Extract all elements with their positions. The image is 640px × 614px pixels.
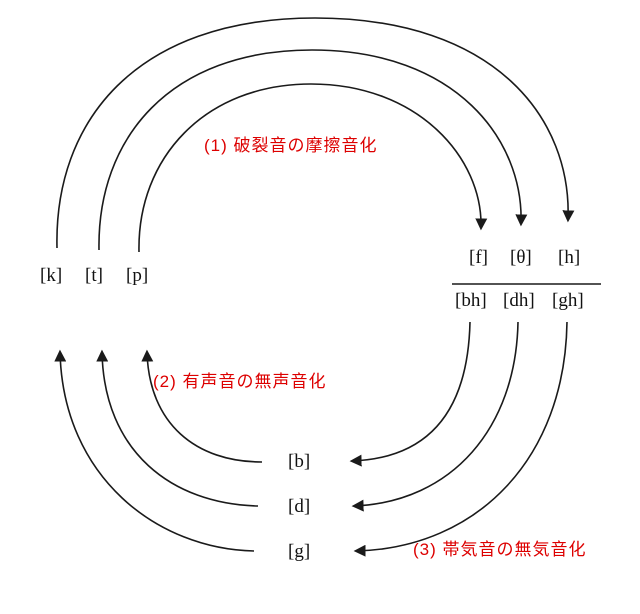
arrow-g-to-k — [54, 349, 255, 552]
arrow-gh-to-g — [353, 321, 568, 557]
arrow-p-to-f — [138, 83, 488, 253]
arrow-k-to-h — [56, 17, 575, 249]
phoneme-g: [g] — [288, 541, 311, 562]
phoneme-gh: [gh] — [552, 290, 584, 311]
phoneme-p: [p] — [126, 265, 149, 286]
phoneme-dh: [dh] — [503, 290, 535, 311]
phoneme-bh: [bh] — [455, 290, 487, 311]
label-step3-deaspiration: (3) 帯気音の無気音化 — [413, 540, 587, 559]
label-step2-devoicing: (2) 有声音の無声音化 — [153, 372, 327, 391]
phoneme-h: [h] — [558, 247, 581, 268]
arrow-bh-to-b — [349, 321, 471, 467]
phoneme-k: [k] — [40, 265, 63, 286]
arrow-d-to-t — [96, 349, 259, 507]
arrow-b-to-p — [141, 349, 263, 463]
arrow-dh-to-d — [351, 321, 519, 512]
phoneme-theta: [θ] — [510, 247, 532, 268]
label-step1-fricativization: (1) 破裂音の摩擦音化 — [204, 136, 378, 155]
phoneme-t: [t] — [85, 265, 103, 286]
phoneme-d: [d] — [288, 496, 311, 517]
phoneme-f: [f] — [469, 247, 488, 268]
arrow-t-to-theta — [98, 49, 528, 251]
phoneme-b: [b] — [288, 451, 311, 472]
